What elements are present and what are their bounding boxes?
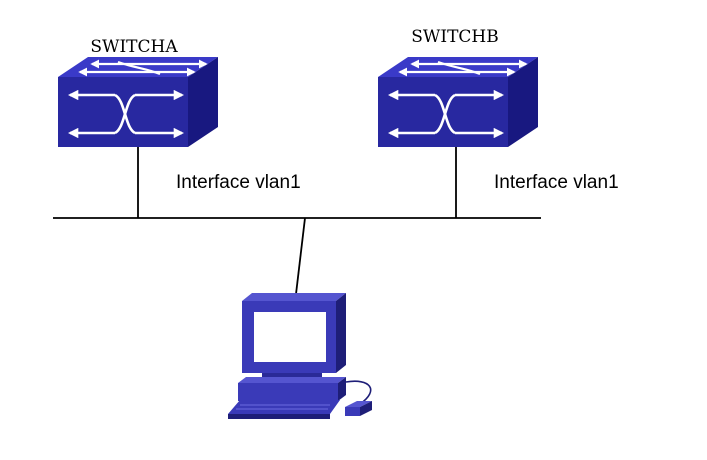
- switch-b-interface-label: Interface vlan1: [494, 172, 619, 193]
- switch-b-icon: [378, 57, 538, 147]
- switch-b-label: SWITCHB: [411, 27, 499, 47]
- switch-a: SWITCHA Interface vlan1: [58, 37, 301, 193]
- monitor-screen: [254, 312, 326, 362]
- switch-a-interface-label: Interface vlan1: [176, 172, 301, 193]
- switch-b: SWITCHB Interface vlan1: [378, 27, 619, 193]
- switch-a-icon: [58, 57, 218, 147]
- switch-a-label: SWITCHA: [90, 37, 178, 57]
- computer: [228, 293, 372, 419]
- pc-link: [295, 217, 306, 295]
- desktop-computer-icon: [228, 293, 372, 419]
